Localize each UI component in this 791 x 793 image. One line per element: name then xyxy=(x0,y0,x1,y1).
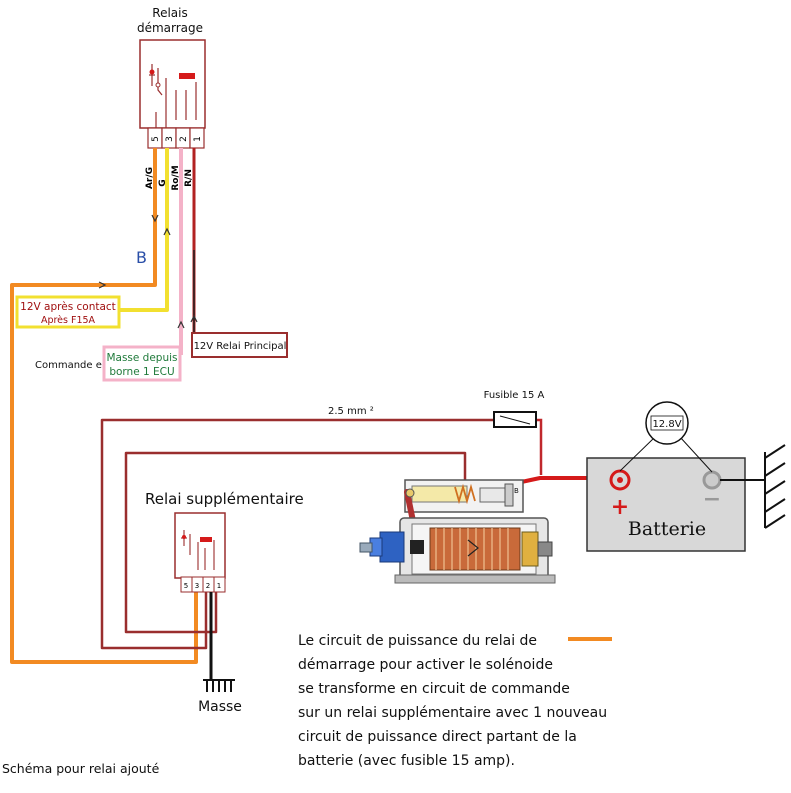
extra-relay: Relai supplémentaire 5 3 2 1 xyxy=(145,490,304,680)
orange-wire xyxy=(10,148,198,664)
extra-relay-title: Relai supplémentaire xyxy=(145,490,304,508)
battery-minus: − xyxy=(703,486,721,512)
battery: + − Batterie xyxy=(586,457,746,552)
start-relay-red-contact xyxy=(179,73,195,79)
commande-ecu-label: Commande ecu xyxy=(35,360,114,371)
ground-icon xyxy=(203,679,235,692)
starter-motor: B xyxy=(359,479,556,584)
start-relay-pin-2: 2 xyxy=(179,136,189,142)
wire-code-ro-m: Ro/M xyxy=(171,165,181,190)
power-wire-outer xyxy=(100,418,495,650)
description-line-2: démarrage pour activer le solénoide xyxy=(298,657,553,673)
voltmeter-reading: 12.8V xyxy=(652,419,681,430)
ecu-ground-box: Masse depuis borne 1 ECU xyxy=(102,345,182,382)
extra-relay-pin-5: 5 xyxy=(184,582,188,590)
description-line-1: Le circuit de puissance du relai de xyxy=(298,633,537,649)
solenoid-terminal-b: B xyxy=(514,487,519,495)
start-relay-pin-3: 3 xyxy=(165,136,175,142)
start-relay-title-line2: démarrage xyxy=(137,21,203,35)
extra-relay-pin-3: 3 xyxy=(195,582,199,590)
description-line-3: se transforme en circuit de commande xyxy=(298,681,570,697)
ground-label: Masse xyxy=(198,699,242,715)
yellow-wire xyxy=(120,148,169,312)
contact-12v-box: 12V après contact Après F15A xyxy=(15,295,121,329)
contact-12v-line1: 12V après contact xyxy=(20,301,116,313)
battery-label: Batterie xyxy=(628,518,706,540)
battery-plus: + xyxy=(611,494,629,520)
wire-code-g: G xyxy=(158,179,168,186)
extra-relay-body xyxy=(174,512,226,579)
description-line-4: sur un relai supplémentaire avec 1 nouve… xyxy=(298,705,607,721)
start-relay-body xyxy=(139,39,206,129)
start-relay-pin-5: 5 xyxy=(151,136,161,142)
fuse-15a: Fusible 15 A xyxy=(484,390,545,428)
start-relay: Relais démarrage 5 3 2 1 xyxy=(137,6,206,191)
start-relay-pin-1: 1 xyxy=(193,136,203,142)
extra-relay-pin-2: 2 xyxy=(206,582,210,590)
power-wire-inner xyxy=(124,451,467,634)
ecu-ground-line1: Masse depuis xyxy=(106,352,177,364)
contact-12v-line2: Après F15A xyxy=(41,315,96,326)
marker-b: B xyxy=(136,248,147,267)
start-relay-pins: 5 3 2 1 xyxy=(147,127,205,149)
extra-relay-pin-1: 1 xyxy=(217,582,221,590)
cable-section-label: 2.5 mm ² xyxy=(328,406,374,417)
fuse-label: Fusible 15 A xyxy=(484,390,545,401)
description-block: Le circuit de puissance du relai de déma… xyxy=(298,633,612,769)
voltmeter: 12.8V xyxy=(619,401,713,473)
wire-code-ar-g: Ar/G xyxy=(145,167,155,189)
description-line-5: circuit de puissance direct partant de l… xyxy=(298,729,577,745)
ecu-ground-line2: borne 1 ECU xyxy=(109,366,174,378)
wire-code-r-n: R/N xyxy=(184,169,194,187)
diagram-caption: Schéma pour relai ajouté xyxy=(2,761,160,776)
extra-relay-pins: 5 3 2 1 xyxy=(180,576,226,593)
main-12v-box: 12V Relai Principal xyxy=(191,332,288,358)
wire-arrows xyxy=(98,214,198,329)
chassis-ground-icon xyxy=(720,444,786,529)
fuse-to-battery-wire xyxy=(537,418,543,475)
description-line-6: batterie (avec fusible 15 amp). xyxy=(298,753,515,769)
start-relay-title-line1: Relais xyxy=(152,6,187,20)
start-relay-coil-contact-icon xyxy=(149,64,197,128)
main-12v-label: 12V Relai Principal xyxy=(194,341,287,352)
